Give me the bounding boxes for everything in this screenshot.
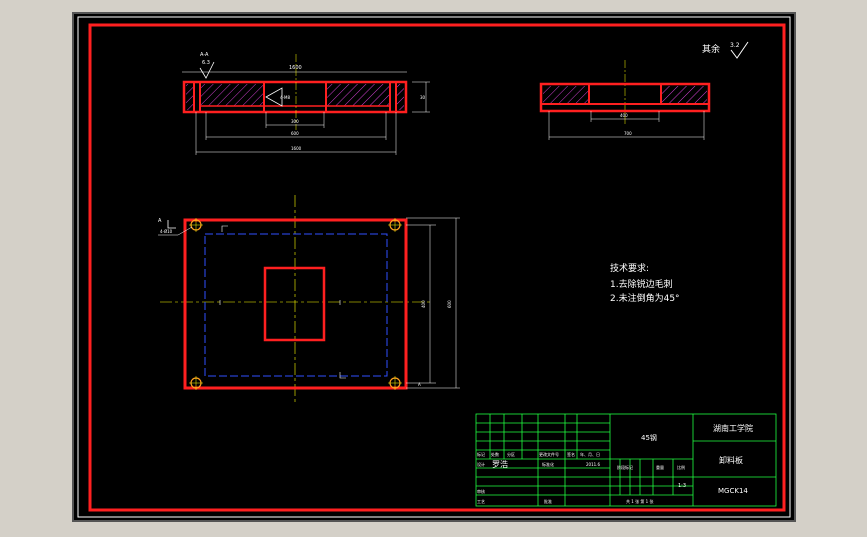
date-value: 2011.6 [586, 462, 600, 467]
title-block-text: 45钢 湖南工学院 卸料板 MGCK14 1:3 标记 处数 分区 更改文件号 … [477, 423, 753, 504]
material: 45钢 [641, 433, 657, 442]
row-weight: 重量 [656, 464, 664, 470]
dim-vertical-inner: 400 [421, 300, 426, 308]
hidden-outline [204, 233, 388, 377]
plate-section-outline [182, 80, 408, 114]
hatch-left [543, 86, 589, 103]
row-process: 工艺 [477, 499, 485, 504]
corner-hole-top-right [388, 218, 402, 232]
row-review: 审核 [477, 488, 485, 494]
hatch-right [326, 84, 390, 106]
row-design: 设计 [477, 461, 485, 467]
dim-inner-1: 300 [291, 119, 299, 124]
hatch-right [661, 86, 707, 103]
arrow-icon [265, 87, 283, 107]
header-zone: 分区 [507, 451, 515, 457]
hatch-left [200, 84, 264, 106]
section-view-right: 400 700 [539, 60, 711, 140]
sheet-info: 共 1 张 第 1 张 [626, 498, 653, 504]
row-stage: 阶段标记 [617, 464, 633, 470]
hatch-edge-right [396, 84, 404, 110]
roughness-symbol-icon [730, 41, 749, 59]
row-scale: 比例 [677, 464, 685, 470]
dim-overall-width: 1600 [289, 65, 302, 71]
corner-mark [339, 372, 346, 379]
header-signature: 签名 [567, 451, 575, 457]
section-label: A-A [200, 52, 209, 58]
section-arrow-icon [167, 220, 176, 229]
section-marker: A [158, 218, 162, 224]
tech-req-heading: 技术要求: [610, 262, 649, 274]
outer-border [77, 16, 791, 518]
dim-height: 30 [420, 95, 426, 100]
leader-line [177, 226, 193, 236]
header-change-no: 更改文件号 [539, 451, 559, 457]
roughness-symbol-icon [199, 61, 215, 79]
row-standardization: 标准化 [542, 461, 554, 467]
dim-bottom: 700 [624, 131, 632, 136]
surface-finish-note: 其余 3.2 [702, 41, 749, 59]
header-count: 处数 [491, 451, 499, 457]
row-approve: 批准 [544, 498, 552, 504]
plan-view: A 4-Ø10 400 600 A [158, 195, 460, 405]
hole-spec: 4-Ø10 [160, 229, 173, 234]
header-mark: 标记 [477, 451, 485, 457]
title-block [475, 413, 777, 507]
hatch-edge-left [186, 84, 194, 110]
hole-label: 4-M8 [280, 95, 290, 100]
surface-finish-label: 其余 [702, 43, 720, 55]
surface-finish-value: 3.2 [730, 42, 740, 49]
corner-hole-top-left [189, 218, 203, 232]
scale-value: 1:3 [678, 483, 686, 489]
tech-req-item: 2.未注倒角为45° [610, 292, 680, 304]
inner-frame [88, 23, 786, 512]
dim-inner: 400 [620, 113, 628, 118]
corner-hole-bottom-left [189, 376, 203, 390]
part-name: 卸料板 [719, 455, 743, 465]
dim-vertical-outer: 600 [447, 300, 452, 308]
dim-inner-2: 600 [291, 131, 299, 136]
plate-side-outline [539, 82, 711, 113]
section-view-left: A-A 1600 6.3 4-M8 30 300 [182, 52, 430, 155]
plate-outline [183, 218, 408, 390]
section-marker-bottom: A [418, 382, 421, 387]
corner-mark [221, 225, 228, 232]
tech-req-item: 1.去除锐边毛刺 [610, 278, 673, 290]
school-name: 湖南工学院 [713, 423, 753, 433]
header-date: 年、月、日 [580, 451, 600, 457]
tech-requirements: 技术要求: 1.去除锐边毛刺 2.未注倒角为45° [610, 262, 680, 304]
centre-cavity [263, 266, 326, 342]
corner-hole-bottom-right [388, 376, 402, 390]
designer-name: 罗浩 [492, 459, 508, 469]
dim-bottom-width: 1600 [291, 146, 302, 151]
drawing-number: MGCK14 [718, 487, 748, 495]
roughness-value: 6.3 [202, 60, 210, 66]
